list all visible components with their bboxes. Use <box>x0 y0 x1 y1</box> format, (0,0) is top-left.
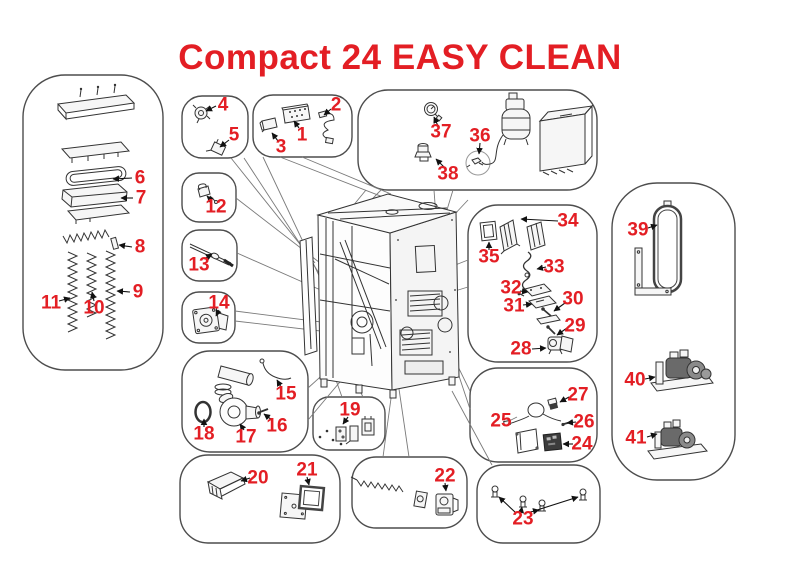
parts-feeding-auger <box>350 476 459 516</box>
parts-cleaning-motor <box>479 219 574 355</box>
stove-illustration <box>299 193 460 399</box>
label-arrows <box>58 105 658 492</box>
parts-heat-exchanger-cleaning <box>57 83 136 340</box>
parts-switch-kit <box>318 416 375 446</box>
parts-compressor-kit <box>414 92 594 176</box>
parts-burnpot <box>206 471 326 520</box>
page-title: Compact 24 EASY CLEAN <box>178 38 622 77</box>
parts-gearmotor-14 <box>192 306 229 335</box>
parts-smoke-extraction <box>194 358 292 427</box>
parts-sensors <box>192 104 227 156</box>
parts-igniters <box>491 485 587 515</box>
parts-door-gasket-motors <box>634 200 714 460</box>
